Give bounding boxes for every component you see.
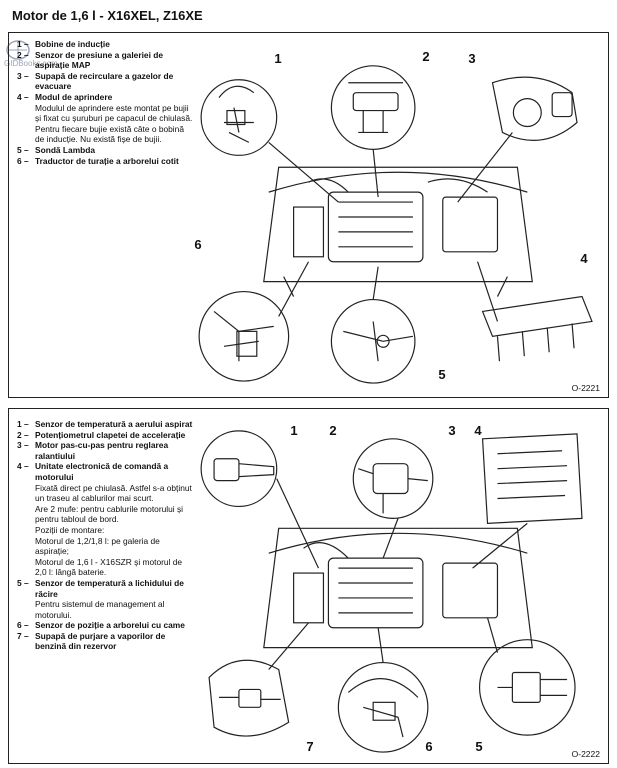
figure-panel-1: 1 – Bobine de inducție 2 – Senzor de pre… [8,32,609,398]
figure-panel-2: 1 – Senzor de temperatură a aerului aspi… [8,408,609,764]
legend-item: 4 – Modul de aprindere [17,91,113,102]
legend-note: Motorul de 1,2/1,8 l: pe galeria de aspi… [35,535,160,557]
svg-text:GIDBooks.com: GIDBooks.com [4,59,58,68]
legend-item: 1 – Senzor de temperatură a aerului aspi… [17,419,193,429]
legend-item: 3 – Supapă de recirculare a gazelor de e… [17,70,174,92]
callout-2: 2 [329,423,337,438]
callout-7: 7 [306,739,314,754]
legend-note: Motorul de 1,6 l - X16SZR și motorul de … [35,556,183,578]
legend-item: 5 – Sondă Lambda [17,144,96,155]
callout-5: 5 [438,367,446,382]
callout-4: 4 [474,423,482,438]
engine-drawing-2: 1 2 3 4 5 6 7 [198,409,608,763]
figure-code: O-2221 [571,383,600,393]
callout-3: 3 [468,51,476,66]
legend-note: Pentru sistemul de management al motorul… [35,599,165,620]
legend-item: 1 – Bobine de inducție [17,39,110,49]
legend-note: Modulul de aprindere este montat pe buji… [35,102,193,145]
callout-5: 5 [475,739,483,754]
legend-note: Poziții de montare: [35,524,105,535]
engine-drawing-1: 1 2 3 4 5 6 [194,33,608,397]
legend-note: Are 2 mufe: pentru cablurile motorului ș… [35,503,184,525]
callout-4: 4 [580,251,588,266]
engine-illustration-2 [200,430,583,753]
callout-6: 6 [194,237,202,252]
legend-item: 4 – Unitate electronică de comandă a mot… [17,461,169,482]
watermark-logo: GIDBooks.com [4,40,58,68]
legend-note: Fixată direct pe chiulasă. Astfel s-a ob… [35,482,192,504]
callout-3: 3 [448,423,456,438]
legend-item: 2 – Potențiometrul clapetei de acceleraț… [17,429,186,440]
page-title: Motor de 1,6 l - X16XEL, Z16XE [12,8,203,23]
legend-item: 5 – Senzor de temperatură a lichidului d… [17,577,184,599]
callout-1: 1 [274,51,282,66]
legend-figure-2: 1 – Senzor de temperatură a aerului aspi… [17,419,195,652]
legend-item: 3 – Motor pas-cu-pas pentru reglarea ral… [17,440,169,461]
legend-item: 6 – Senzor de poziție a arborelui cu cam… [17,620,185,631]
engine-illustration-1 [198,65,593,384]
callout-6: 6 [425,739,433,754]
callout-1: 1 [290,423,298,438]
legend-figure-1: 1 – Bobine de inducție 2 – Senzor de pre… [17,39,195,166]
figure-code: O-2222 [571,749,600,759]
legend-item: 6 – Traductor de turație a arborelui cot… [17,155,179,166]
legend-item: 7 – Supapă de purjare a vaporilor de ben… [17,630,166,652]
legend-item: 2 – Senzor de presiune a galeriei de asp… [17,49,163,71]
callout-2: 2 [422,49,430,64]
